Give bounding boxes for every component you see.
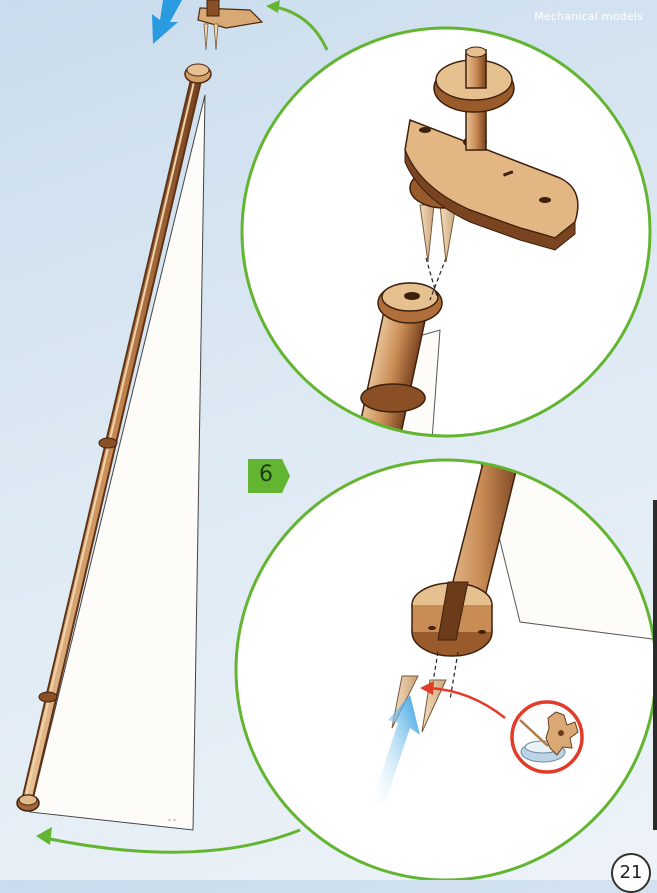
svg-text:* *: * * xyxy=(168,818,176,825)
sail xyxy=(30,95,205,830)
mast-with-sail: * * xyxy=(17,64,211,830)
section-title: Mechanical models xyxy=(534,10,643,23)
page-edge-bar xyxy=(653,500,657,830)
top-fitting-part xyxy=(198,0,262,50)
page-number: 21 xyxy=(611,853,651,893)
detail-circle-bottom xyxy=(236,455,657,880)
blue-arrow-icon xyxy=(152,0,182,44)
step-badge: 6 xyxy=(248,459,290,493)
step-number: 6 xyxy=(248,462,284,487)
detail-circle-top xyxy=(242,28,650,453)
glue-pot-icon xyxy=(512,702,582,772)
